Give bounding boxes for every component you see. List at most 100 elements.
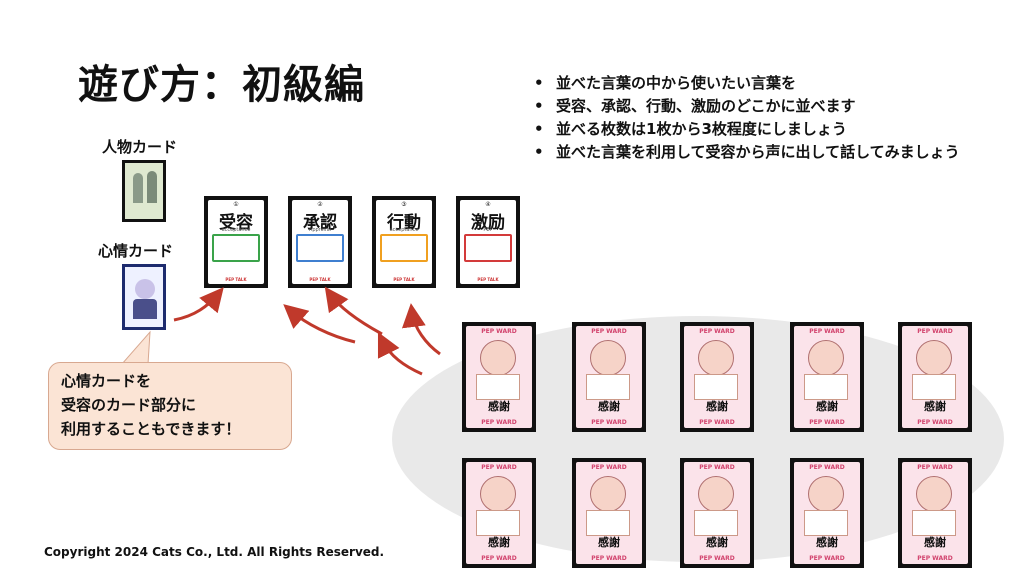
arrow-icon	[173, 287, 224, 322]
word-card-header: PEP WARD	[481, 464, 517, 471]
person-silhouette-icon	[147, 171, 157, 203]
card-acceptance[interactable]: ① 受容 acceptance PEP TALK	[204, 196, 268, 288]
word-card[interactable]: PEP WARD 感謝 PEP WARD	[680, 322, 754, 432]
word-card[interactable]: PEP WARD 感謝 PEP WARD	[572, 458, 646, 568]
word-card-header: PEP WARD	[809, 328, 845, 335]
hint-line: 心情カードを	[61, 372, 152, 390]
word-card-footer: PEP WARD	[699, 419, 735, 426]
arrow-icon	[377, 331, 423, 376]
word-card-header: PEP WARD	[699, 328, 735, 335]
word-card-word: 感謝	[598, 536, 620, 549]
person-card[interactable]	[122, 160, 166, 222]
word-card-header: PEP WARD	[481, 328, 517, 335]
word-card-header: PEP WARD	[809, 464, 845, 471]
word-card-footer: PEP WARD	[591, 419, 627, 426]
character-face-icon	[808, 476, 844, 512]
word-card[interactable]: PEP WARD 感謝 PEP WARD	[898, 458, 972, 568]
card-footer: PEP TALK	[477, 277, 499, 282]
card-text-box	[212, 234, 260, 262]
word-card[interactable]: PEP WARD 感謝 PEP WARD	[790, 322, 864, 432]
character-body-icon	[912, 374, 956, 400]
word-card-word: 感謝	[924, 536, 946, 549]
person-silhouette-icon	[133, 173, 143, 203]
card-title: 承認	[303, 213, 337, 233]
character-body-icon	[586, 510, 630, 536]
word-card-word: 感謝	[816, 400, 838, 413]
copyright: Copyright 2024 Cats Co., Ltd. All Rights…	[44, 545, 385, 559]
card-subtitle: PEP	[483, 227, 493, 233]
hint-line: 受容のカード部分に	[61, 396, 197, 414]
arrow-icon	[401, 303, 441, 356]
word-card-word: 感謝	[924, 400, 946, 413]
word-card-footer: PEP WARD	[917, 555, 953, 562]
instruction-list: 並べた言葉の中から使いたい言葉を 受容、承認、行動、激励のどこかに並べます 並べ…	[532, 72, 972, 164]
character-face-icon	[135, 279, 155, 299]
card-title: 行動	[387, 213, 421, 233]
character-body-icon	[476, 374, 520, 400]
card-subtitle: Approval	[308, 227, 332, 233]
emotion-card-label: 心情カード	[98, 242, 174, 260]
card-approval[interactable]: ② 承認 Approval PEP TALK	[288, 196, 352, 288]
word-card[interactable]: PEP WARD 感謝 PEP WARD	[462, 322, 536, 432]
character-body-icon	[804, 510, 848, 536]
bubble-tail	[120, 330, 151, 365]
character-body-icon	[476, 510, 520, 536]
instruction-item: 並べた言葉を利用して受容から声に出して話してみましょう	[532, 141, 972, 164]
arrow-icon	[324, 286, 383, 336]
instruction-item: 受容、承認、行動、激励のどこかに並べます	[532, 95, 972, 118]
word-card-word: 感謝	[488, 400, 510, 413]
card-number: ②	[317, 201, 323, 208]
word-card-footer: PEP WARD	[591, 555, 627, 562]
card-footer: PEP TALK	[393, 277, 415, 282]
instruction-item: 並べる枚数は1枚から3枚程度にしましょう	[532, 118, 972, 141]
character-body-icon	[586, 374, 630, 400]
word-card[interactable]: PEP WARD 感謝 PEP WARD	[572, 322, 646, 432]
card-text-box	[464, 234, 512, 262]
word-card[interactable]: PEP WARD 感謝 PEP WARD	[898, 322, 972, 432]
character-body-icon	[133, 299, 157, 319]
card-encouragement[interactable]: ④ 激励 PEP PEP TALK	[456, 196, 520, 288]
character-body-icon	[694, 510, 738, 536]
arrow-icon	[283, 304, 356, 344]
card-action[interactable]: ③ 行動 acceptance PEP TALK	[372, 196, 436, 288]
hint-bubble: 心情カードを 受容のカード部分に 利用することもできます！	[48, 362, 292, 450]
emotion-card[interactable]	[122, 264, 166, 330]
card-number: ④	[485, 201, 491, 208]
word-card-footer: PEP WARD	[809, 555, 845, 562]
word-card-header: PEP WARD	[699, 464, 735, 471]
word-card-word: 感謝	[706, 536, 728, 549]
character-body-icon	[912, 510, 956, 536]
word-card[interactable]: PEP WARD 感謝 PEP WARD	[790, 458, 864, 568]
instruction-item: 並べた言葉の中から使いたい言葉を	[532, 72, 972, 95]
word-card-word: 感謝	[816, 536, 838, 549]
character-body-icon	[694, 374, 738, 400]
word-card-footer: PEP WARD	[481, 555, 517, 562]
slide-title: 遊び方：初級編	[78, 62, 365, 108]
character-face-icon	[916, 476, 952, 512]
card-subtitle: acceptance	[221, 227, 251, 233]
hint-line: 利用することもできます！	[61, 420, 241, 438]
character-body-icon	[804, 374, 848, 400]
word-card[interactable]: PEP WARD 感謝 PEP WARD	[680, 458, 754, 568]
word-card-word: 感謝	[706, 400, 728, 413]
character-face-icon	[698, 340, 734, 376]
word-card-footer: PEP WARD	[809, 419, 845, 426]
word-card[interactable]: PEP WARD 感謝 PEP WARD	[462, 458, 536, 568]
word-card-footer: PEP WARD	[917, 419, 953, 426]
card-footer: PEP TALK	[225, 277, 247, 282]
card-text-box	[380, 234, 428, 262]
card-number: ③	[401, 201, 407, 208]
word-card-word: 感謝	[598, 400, 620, 413]
word-card-header: PEP WARD	[591, 328, 627, 335]
word-card-footer: PEP WARD	[699, 555, 735, 562]
character-face-icon	[590, 340, 626, 376]
card-footer: PEP TALK	[309, 277, 331, 282]
word-card-header: PEP WARD	[591, 464, 627, 471]
word-card-footer: PEP WARD	[481, 419, 517, 426]
character-face-icon	[480, 340, 516, 376]
character-face-icon	[808, 340, 844, 376]
card-subtitle: acceptance	[389, 227, 419, 233]
person-card-label: 人物カード	[102, 138, 178, 156]
word-card-header: PEP WARD	[917, 328, 953, 335]
